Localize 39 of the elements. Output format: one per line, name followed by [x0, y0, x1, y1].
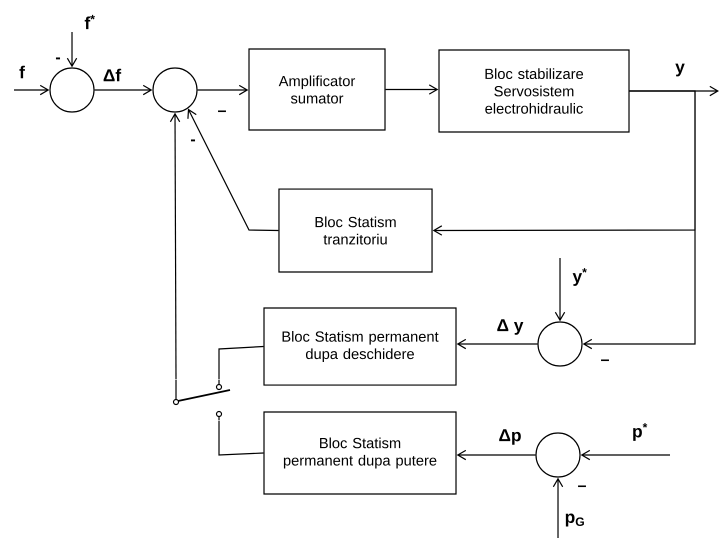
arrow — [187, 108, 278, 232]
connector-line — [218, 420, 264, 456]
signal-label: y — [674, 62, 686, 78]
signal-label: y$^{*}$ — [571, 266, 589, 288]
sign-label: – — [218, 110, 226, 112]
connector-line — [218, 346, 264, 380]
signal-label: p$_{G}$ — [563, 512, 587, 528]
sign-label: – — [578, 485, 586, 488]
block-box: Bloc stabilizare Servosistem electrohidraulic — [438, 49, 630, 133]
arrow — [386, 84, 438, 95]
arrow — [170, 112, 180, 380]
arrow — [456, 338, 538, 350]
arrow — [66, 32, 78, 68]
arrow — [580, 450, 670, 460]
summing-junction — [49, 67, 95, 113]
signal-label: Δp — [497, 428, 523, 446]
sign-label: – — [601, 359, 609, 362]
block-box: Amplificator sumator — [248, 48, 386, 131]
block-box: Bloc Statism permanent dupa deschidere — [263, 307, 457, 386]
arrow — [14, 84, 50, 96]
signal-label: f — [18, 64, 26, 80]
arrow — [582, 90, 696, 350]
summing-junction — [535, 432, 581, 478]
summing-junction — [537, 321, 583, 367]
signal-label: Δf — [102, 67, 122, 83]
arrow — [554, 258, 566, 322]
signal-label: p$^{*}$ — [630, 422, 650, 442]
signal-label: Δ y — [495, 318, 525, 336]
arrow — [94, 84, 152, 96]
summing-junction — [152, 67, 198, 113]
switch-drawing — [172, 379, 230, 421]
arrow — [456, 450, 536, 460]
sign-label: - — [56, 57, 60, 60]
arrow — [198, 84, 248, 96]
signal-label: f$^{*}$ — [83, 14, 97, 30]
sign-label: - — [190, 139, 196, 142]
block-box: Bloc Statism permanent dupa putere — [263, 411, 457, 495]
arrow — [552, 478, 564, 538]
block-box: Bloc Statism tranzitoriu — [278, 188, 433, 273]
